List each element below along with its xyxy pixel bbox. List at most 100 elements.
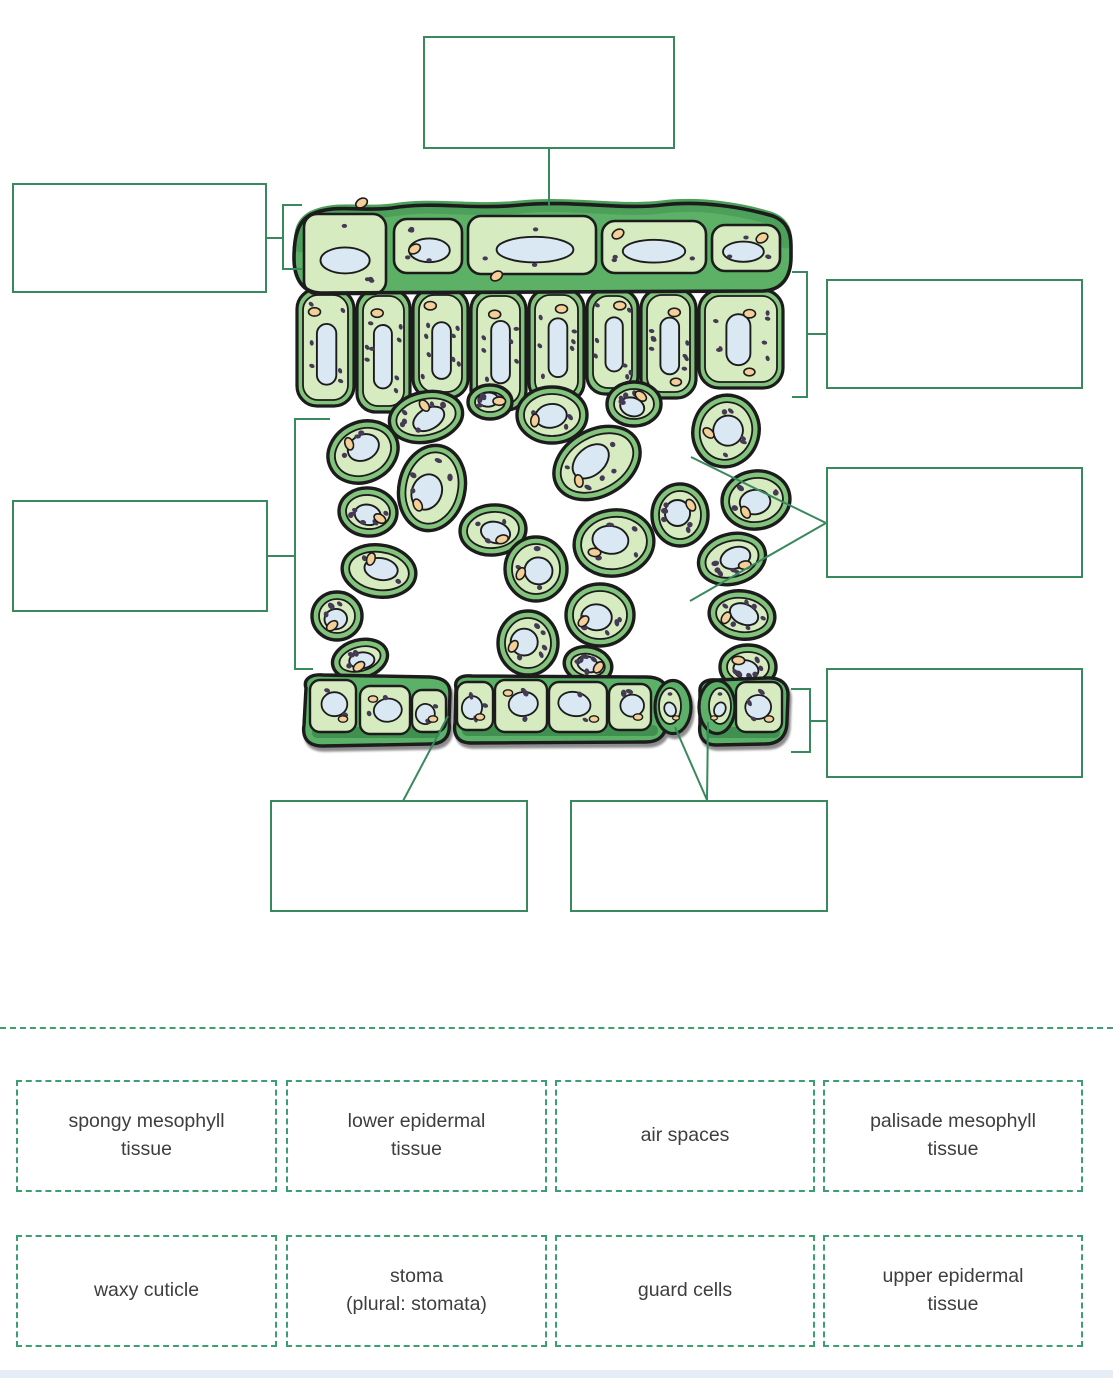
organelle-dot <box>584 668 590 676</box>
palisade-mesophyll-cell <box>527 287 586 404</box>
vacuole <box>728 602 760 627</box>
organelle-dot <box>337 378 344 384</box>
organelle-dot <box>717 692 723 696</box>
word-bank-separator <box>0 1027 1113 1029</box>
organelle-dot <box>426 258 432 263</box>
organelle-dot <box>481 347 487 353</box>
organelle-dot <box>364 344 370 350</box>
organelle-dot <box>663 502 669 508</box>
connector-mid-right <box>689 456 827 602</box>
label-drop-zone-upper-right[interactable] <box>826 279 1083 389</box>
spongy-mesophyll-cell <box>387 389 465 445</box>
organelle-blob <box>367 695 379 703</box>
organelle-dot <box>533 545 541 552</box>
organelle-dot <box>622 392 629 399</box>
organelle-dot <box>685 340 690 346</box>
organelle-dot <box>567 413 574 421</box>
label-drop-zone-top[interactable] <box>423 36 675 149</box>
organelle-dot <box>346 663 352 669</box>
label-drop-zone-bottom-right[interactable] <box>570 800 828 912</box>
organelle-dot <box>625 374 630 380</box>
organelle-blob <box>373 512 387 525</box>
organelle-blob <box>337 715 349 723</box>
word-bank-card-air-spaces[interactable]: air spaces <box>555 1080 815 1192</box>
word-bank-card-waxy-cuticle[interactable]: waxy cuticle <box>16 1235 277 1347</box>
organelle-dot <box>481 703 489 708</box>
organelle-dot <box>773 489 779 496</box>
organelle-dot <box>537 584 543 591</box>
organelle-dot <box>625 689 634 694</box>
organelle-dot <box>367 321 374 326</box>
organelle-dot <box>667 692 673 696</box>
organelle-blob <box>423 300 438 311</box>
word-bank-card-stoma[interactable]: stoma (plural: stomata) <box>286 1235 547 1347</box>
organelle-dot <box>761 340 768 345</box>
organelle-blob <box>474 713 486 721</box>
connector-mid-left <box>268 418 330 670</box>
organelle-dot <box>532 227 539 232</box>
lower-epidermal-cell <box>410 688 448 734</box>
vacuole <box>659 316 681 376</box>
organelle-dot <box>440 401 447 409</box>
organelle-dot <box>633 552 639 558</box>
connector-bottom-left <box>402 715 449 802</box>
organelle-dot <box>366 710 372 717</box>
vacuole <box>725 313 752 367</box>
organelle-dot <box>341 223 348 228</box>
organelle-blob <box>763 715 775 723</box>
vacuole <box>507 691 539 717</box>
organelle-dot <box>537 343 543 349</box>
organelle-dot <box>736 484 745 492</box>
organelle-dot <box>393 387 399 394</box>
organelle-dot <box>405 255 411 260</box>
organelle-blob <box>612 300 627 311</box>
organelle-dot <box>739 439 747 445</box>
word-bank-card-lower-epidermal-tissue[interactable]: lower epidermal tissue <box>286 1080 547 1192</box>
organelle-blob <box>573 473 584 488</box>
organelle-dot <box>352 649 359 657</box>
organelle-blob <box>495 534 509 545</box>
organelle-blob <box>487 309 502 320</box>
label-drop-zone-mid-right[interactable] <box>826 467 1083 578</box>
label-drop-zone-upper-left[interactable] <box>12 183 267 293</box>
organelle-blob <box>515 566 527 581</box>
organelle-blob <box>740 505 752 519</box>
lower-epidermis-group <box>301 673 790 748</box>
word-bank-card-spongy-mesophyll-tissue[interactable]: spongy mesophyll tissue <box>16 1080 277 1192</box>
word-bank-card-upper-epidermal-tissue[interactable]: upper epidermal tissue <box>823 1235 1083 1347</box>
word-bank-card-guard-cells[interactable]: guard cells <box>555 1235 815 1347</box>
organelle-dot <box>612 254 618 259</box>
upper-epidermal-cell <box>302 197 388 296</box>
organelle-dot <box>618 399 626 405</box>
organelle-blob <box>492 396 507 407</box>
organelle-dot <box>369 346 375 351</box>
organelle-dot <box>765 355 770 362</box>
upper-epidermal-cell <box>466 214 598 282</box>
organelle-dot <box>367 276 374 281</box>
organelle-blob <box>418 399 431 412</box>
organelle-blob <box>709 715 718 721</box>
connector-bottom-right <box>674 721 709 801</box>
organelle-blob <box>554 303 569 314</box>
organelle-dot <box>713 319 719 324</box>
label-drop-zone-bottom-left[interactable] <box>270 800 528 912</box>
organelle-dot <box>309 340 314 346</box>
organelle-dot <box>574 659 581 665</box>
organelle-blob <box>742 308 757 319</box>
label-drop-zone-lower-right[interactable] <box>826 668 1083 778</box>
organelle-dot <box>579 655 584 663</box>
lower-epidermal-cell <box>493 678 549 734</box>
organelle-dot <box>760 616 766 621</box>
leaf-diagram-canvas <box>267 149 827 802</box>
spongy-mesophyll-cell <box>466 383 514 421</box>
organelle-dot <box>571 329 578 334</box>
lower-epidermal-cell <box>607 682 653 732</box>
organelle-dot <box>648 328 655 334</box>
palisade-mesophyll-cell <box>639 287 698 400</box>
organelle-blob <box>592 661 605 674</box>
vacuole <box>315 322 338 386</box>
label-drop-zone-mid-left[interactable] <box>12 500 268 612</box>
guard-cell <box>653 678 693 736</box>
upper-epidermis-strip <box>292 197 793 296</box>
word-bank-card-palisade-mesophyll-tissue[interactable]: palisade mesophyll tissue <box>823 1080 1083 1192</box>
